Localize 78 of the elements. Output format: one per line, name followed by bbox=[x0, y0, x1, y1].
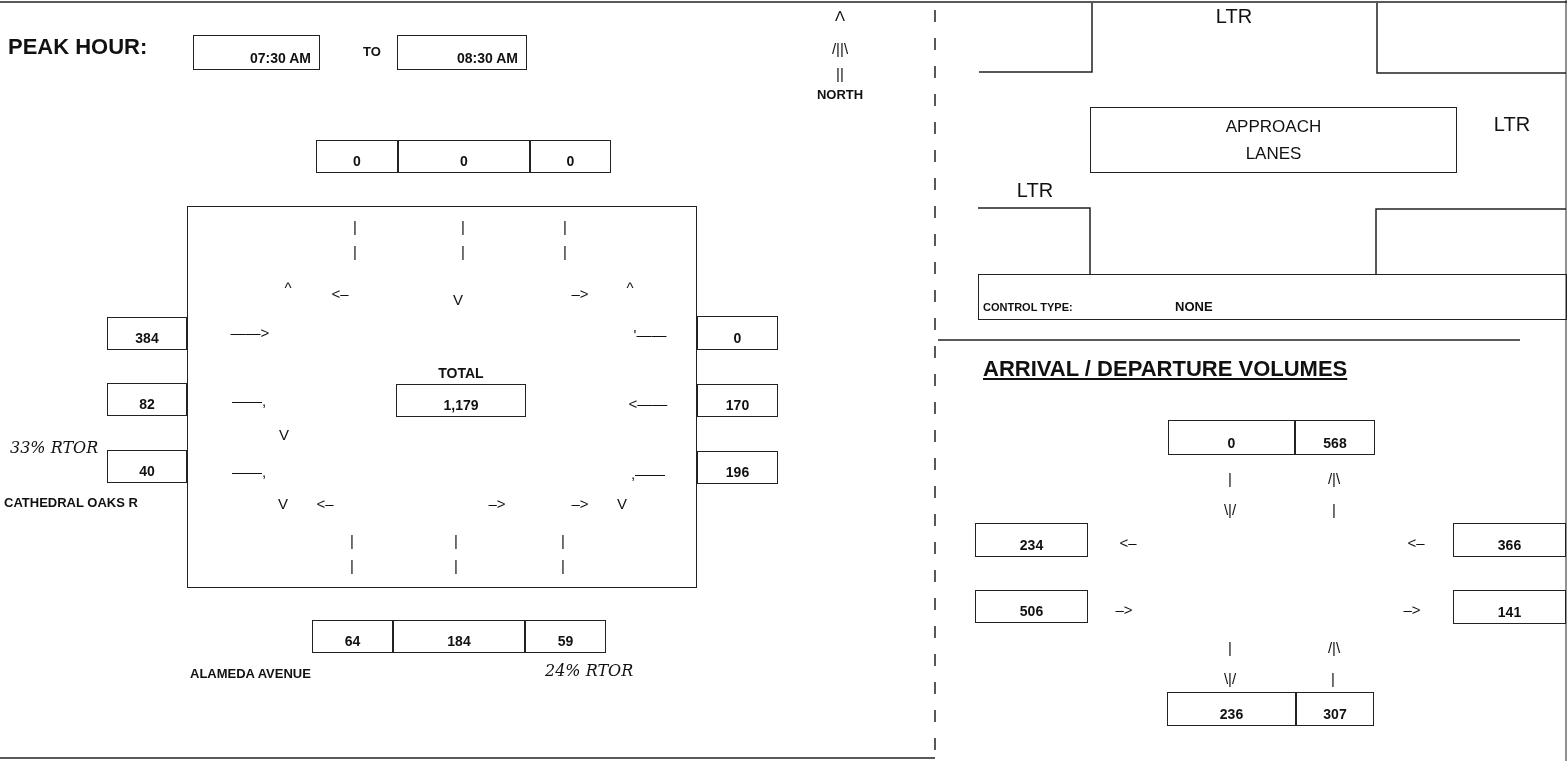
volume-count: 0 bbox=[398, 140, 530, 173]
direction-glyph: ——, bbox=[231, 393, 267, 408]
direction-glyph: | bbox=[1332, 502, 1336, 517]
street-label: CATHEDRAL OAKS R bbox=[4, 496, 138, 509]
direction-glyph: –> bbox=[1403, 602, 1421, 617]
direction-glyph: || bbox=[836, 66, 844, 81]
lane-code: LTR bbox=[1215, 6, 1253, 26]
direction-glyph: '—— bbox=[633, 327, 667, 342]
street-label: ALAMEDA AVENUE bbox=[190, 667, 311, 680]
direction-glyph: | bbox=[1331, 671, 1335, 686]
box-title: APPROACH LANES bbox=[1224, 116, 1323, 165]
time-value: 08:30 AM bbox=[397, 35, 527, 70]
time-value: 07:30 AM bbox=[193, 35, 320, 70]
volume-count: 196 bbox=[697, 451, 778, 484]
direction-glyph: <– bbox=[1119, 535, 1137, 550]
direction-glyph: \|/ bbox=[1223, 502, 1237, 517]
lane-divider-glyph: | | bbox=[562, 217, 568, 262]
lane-divider-glyph: | | bbox=[460, 217, 466, 262]
street-label: TO bbox=[363, 45, 381, 58]
direction-glyph: V bbox=[278, 496, 288, 511]
volume-count: 506 bbox=[975, 590, 1088, 623]
direction-glyph: V bbox=[279, 427, 289, 442]
volume-count: 59 bbox=[525, 620, 606, 653]
direction-glyph: –> bbox=[488, 496, 506, 511]
direction-glyph: <– bbox=[316, 496, 334, 511]
volume-count: 384 bbox=[107, 317, 187, 350]
peak-hour-label: PEAK HOUR: bbox=[8, 36, 148, 58]
volume-count: 568 bbox=[1295, 420, 1375, 455]
direction-glyph: ^ bbox=[284, 280, 292, 295]
volume-count: 64 bbox=[312, 620, 393, 653]
direction-glyph: –> bbox=[571, 496, 589, 511]
direction-glyph: <– bbox=[331, 286, 349, 301]
volume-count: 170 bbox=[697, 384, 778, 417]
handwritten-note: 24% RTOR bbox=[545, 663, 634, 679]
total-label: TOTAL bbox=[437, 365, 485, 381]
volume-count: 0 bbox=[697, 316, 778, 350]
direction-glyph: <—— bbox=[628, 396, 668, 411]
volume-count: 0 bbox=[530, 140, 611, 173]
volume-count: 0 bbox=[316, 140, 398, 173]
street-label: NORTH bbox=[816, 88, 864, 101]
volume-count: 234 bbox=[975, 523, 1088, 557]
lane-divider-glyph: | | bbox=[453, 531, 459, 576]
direction-glyph: ——> bbox=[230, 325, 270, 340]
direction-glyph: <– bbox=[1407, 535, 1425, 550]
direction-glyph: –> bbox=[571, 286, 589, 301]
direction-glyph: /|\ bbox=[1327, 640, 1341, 655]
approach-lanes-box bbox=[1090, 107, 1457, 173]
direction-glyph: | bbox=[1228, 471, 1232, 486]
handwritten-note: 33% RTOR bbox=[10, 440, 99, 456]
volume-count: 307 bbox=[1296, 692, 1374, 726]
volume-count: 236 bbox=[1167, 692, 1296, 726]
lane-divider-glyph: | | bbox=[349, 531, 355, 576]
direction-glyph: V bbox=[617, 496, 627, 511]
section-heading: ARRIVAL / DEPARTURE VOLUMES bbox=[983, 358, 1348, 380]
direction-glyph: Λ bbox=[835, 8, 845, 23]
direction-glyph: /||\ bbox=[831, 41, 849, 56]
direction-glyph: V bbox=[453, 292, 463, 307]
volume-count: 141 bbox=[1453, 590, 1566, 624]
lane-code: LTR bbox=[1016, 180, 1054, 200]
total-count: 1,179 bbox=[396, 384, 526, 417]
direction-glyph: –> bbox=[1115, 602, 1133, 617]
direction-glyph: ^ bbox=[626, 280, 634, 295]
direction-glyph: ,—— bbox=[630, 466, 666, 481]
direction-glyph: /|\ bbox=[1327, 471, 1341, 486]
direction-glyph: ——, bbox=[231, 464, 267, 479]
lane-code: LTR bbox=[1493, 114, 1531, 134]
field-value: NONE bbox=[1175, 299, 1213, 314]
control-type-box bbox=[978, 274, 1567, 320]
intersection-outline bbox=[187, 206, 697, 588]
field-label: CONTROL TYPE: bbox=[983, 301, 1073, 313]
lane-divider-glyph: | | bbox=[352, 217, 358, 262]
lane-divider-glyph: | | bbox=[560, 531, 566, 576]
volume-count: 184 bbox=[393, 620, 525, 653]
volume-count: 40 bbox=[107, 450, 187, 483]
volume-count: 82 bbox=[107, 383, 187, 416]
direction-glyph: | bbox=[1228, 640, 1232, 655]
volume-count: 366 bbox=[1453, 523, 1566, 557]
volume-count: 0 bbox=[1168, 420, 1295, 455]
